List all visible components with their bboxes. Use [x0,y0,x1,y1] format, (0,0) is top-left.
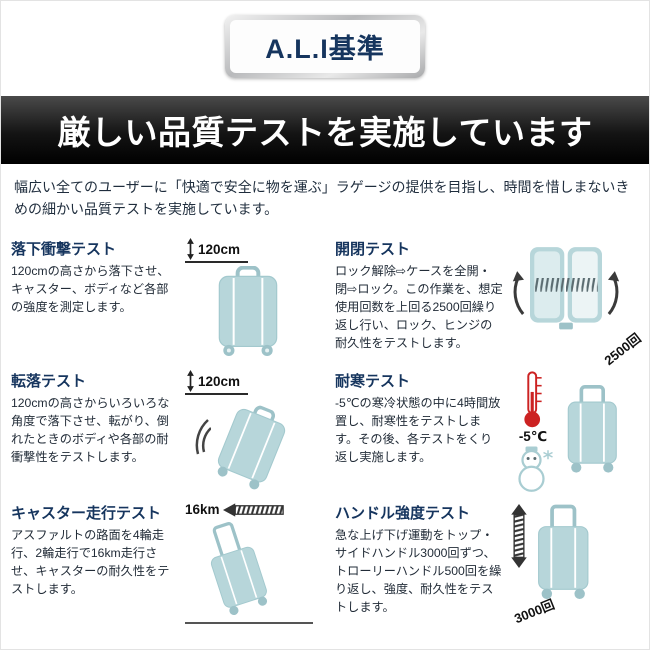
test-text-block: 開閉テスト ロック解除⇨ケースを全開・閉⇨ロック。この作業を、想定使用回数を上回… [335,238,503,360]
ali-standard-badge: A.L.I基準 [225,15,425,78]
test-item-handle-strength: ハンドル強度テスト 急な上げ下げ運動をトップ・サイドハンドル3000回ずつ、トロ… [335,502,639,627]
page-title: 厳しい品質テストを実施しています [57,114,593,151]
test-title: キャスター走行テスト [11,505,162,523]
open-suitcase-icon [512,247,620,330]
height-measure: 120cm [185,238,249,264]
up-down-arrow-icon [187,238,194,261]
test-figure-tumble: 120cm [185,370,315,492]
tests-grid: 落下衝撃テスト 120cmの高さから落下させ、キャスター、ボディなど各部の強度を… [11,238,644,627]
trolley-suitcase-icon [538,504,589,600]
distance-arrow-icon [222,503,284,517]
test-title: 転落テスト [11,373,87,391]
test-title: 開閉テスト [335,241,411,259]
test-description: アスファルトの路面を4輪走行、2輪走行で16km走行させ、キャスターの耐久性をテ… [11,528,170,597]
test-figure-caster: 16km [185,502,315,625]
snowman-icon [518,446,553,493]
test-text-block: 耐寒テスト -5℃の寒冷状態の中に4時間放置し、耐寒性をテストします。その後、各… [335,370,503,492]
tilted-suitcase-icon [217,405,286,490]
ali-standard-badge-inner: A.L.I基準 [230,20,420,73]
test-item-open-close: 開閉テスト ロック解除⇨ケースを全開・閉⇨ロック。この作業を、想定使用回数を上回… [335,238,644,368]
test-text-block: ハンドル強度テスト 急な上げ下げ運動をトップ・サイドハンドル3000回ずつ、トロ… [335,502,503,624]
cold-symbols: -5℃ [509,370,557,493]
updown-motion-arrow-icon [511,504,527,569]
test-item-cold-resistance: 耐寒テスト -5℃の寒冷状態の中に4時間放置し、耐寒性をテストします。その後、各… [335,370,639,493]
test-description: ロック解除⇨ケースを全開・閉⇨ロック。この作業を、想定使用回数を上回る2500回… [335,264,503,350]
test-description: 120cmの高さから落下させ、キャスター、ボディなど各部の強度を測定します。 [11,264,170,315]
test-description: -5℃の寒冷状態の中に4時間放置し、耐寒性をテストします。その後、各テストをくり… [335,396,501,465]
test-figure-handle: 3000回 [509,502,639,627]
trolley-suitcase-icon [567,385,617,473]
thermometer-icon [524,371,542,428]
ali-standard-label: A.L.I基準 [265,34,385,64]
headline-banner: 厳しい品質テストを実施しています [1,96,649,164]
test-item-drop-impact: 落下衝撃テスト 120cmの高さから落下させ、キャスター、ボディなど各部の強度を… [11,238,315,360]
figure-label: -5℃ [518,429,548,445]
test-text-block: 落下衝撃テスト 120cmの高さから落下させ、キャスター、ボディなど各部の強度を… [11,238,179,360]
test-description: 急な上げ下げ運動をトップ・サイドハンドル3000回ずつ、トローリーハンドル500… [335,528,502,614]
test-text-block: キャスター走行テスト アスファルトの路面を4輪走行、2輪走行で16km走行させ、… [11,502,179,624]
rolling-suitcase-icon [210,522,268,616]
height-measure: 120cm [185,370,249,396]
intro-text: 幅広い全てのユーザーに「快適で安全に物を運ぶ」ラゲージの提供を目指し、時間を惜し… [14,179,630,218]
test-title: 落下衝撃テスト [11,241,117,259]
figure-label: 120cm [198,241,241,257]
test-title: 耐寒テスト [335,373,411,391]
test-figure-cold: -5℃ [509,370,639,493]
test-description: 120cmの高さからいろいろな角度で落下させ、転がり、倒れたときのボディや各部の… [11,396,170,465]
motion-arc-icon [195,419,211,455]
test-text-block: 転落テスト 120cmの高さからいろいろな角度で落下させ、転がり、倒れたときのボ… [11,370,179,492]
up-down-arrow-icon [187,370,194,393]
figure-label: 120cm [198,373,241,389]
figure-label: 3000回 [512,596,557,627]
test-title: ハンドル強度テスト [335,505,471,523]
test-item-tumble: 転落テスト 120cmの高さからいろいろな角度で落下させ、転がり、倒れたときのボ… [11,370,315,492]
figure-label: 16km [185,502,220,518]
ground-line [185,622,313,625]
test-figure-drop: 120cm [185,238,315,360]
test-figure-open-close: 2500回 [509,238,644,368]
test-item-caster-run: キャスター走行テスト アスファルトの路面を4輪走行、2輪走行で16km走行させ、… [11,502,315,625]
suitcase-front-icon [218,266,278,357]
distance-measure: 16km [185,502,315,517]
